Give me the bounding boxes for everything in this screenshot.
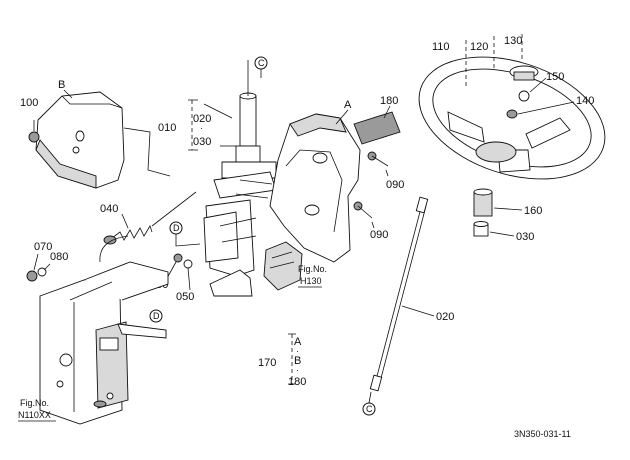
bolt-100	[28, 120, 40, 143]
label-ref-d-bottom: D	[153, 311, 160, 321]
nut-070	[26, 270, 38, 282]
dot-b2: ·	[296, 365, 299, 375]
label-030-a: 030	[193, 136, 211, 148]
label-ref-b-top: B	[58, 79, 65, 91]
label-ref-c-bottom: C	[366, 404, 373, 414]
steering-column-010	[203, 60, 277, 297]
label-plate-180	[353, 111, 401, 145]
label-130: 130	[504, 35, 522, 47]
steering-shaft-020	[369, 196, 429, 392]
label-030-b: 030	[516, 231, 534, 243]
bolt-090-upper	[367, 151, 389, 167]
fig-ref-label-2: Fig.No.	[20, 398, 49, 408]
collar-030	[473, 221, 489, 237]
label-080: 080	[50, 251, 68, 263]
label-090-lower: 090	[370, 229, 388, 241]
label-110: 110	[432, 41, 450, 53]
label-100: 100	[20, 97, 38, 109]
label-170: 170	[258, 357, 276, 369]
label-180-group: 180	[288, 376, 306, 388]
label-140: 140	[576, 95, 594, 107]
label-090-upper: 090	[386, 179, 404, 191]
fig-ref-code-1: H130	[300, 276, 322, 286]
fig-ref-label-1: Fig.No.	[298, 264, 327, 274]
label-ref-d-left: D	[173, 223, 180, 233]
document-code: 3N350-031-11	[514, 429, 571, 439]
label-ref-a-group: A	[294, 336, 302, 348]
bolt-090-lower	[353, 201, 373, 219]
fig-h130-sketch	[263, 241, 303, 291]
dot-a: ·	[200, 123, 203, 133]
label-150: 150	[546, 71, 564, 83]
dot-b1: ·	[296, 346, 299, 356]
nut-150	[518, 90, 530, 102]
dash-panel-a	[269, 113, 361, 263]
washer-060	[173, 253, 183, 263]
nut-050	[183, 259, 193, 269]
nut-140	[506, 109, 518, 119]
label-ref-b-group: B	[294, 355, 301, 367]
label-020-a: 020	[193, 113, 211, 125]
label-050: 050	[176, 291, 194, 303]
label-ref-c-top: C	[258, 58, 265, 68]
label-020-b: 020	[436, 311, 454, 323]
fig-ref-code-2: N110XX	[18, 410, 51, 420]
spline-160	[473, 188, 493, 217]
label-070: 070	[34, 241, 52, 253]
label-010: 010	[158, 122, 176, 134]
frame-bracket	[39, 235, 169, 425]
label-180-top: 180	[380, 95, 398, 107]
label-120: 120	[470, 41, 488, 53]
label-040: 040	[100, 203, 118, 215]
cover-b-part	[35, 91, 125, 189]
label-160: 160	[524, 205, 542, 217]
ref-d-bottom-circle	[149, 309, 163, 323]
spring-040	[103, 191, 197, 245]
label-ref-a-top: A	[344, 99, 352, 111]
horn-cap-130	[509, 65, 539, 81]
